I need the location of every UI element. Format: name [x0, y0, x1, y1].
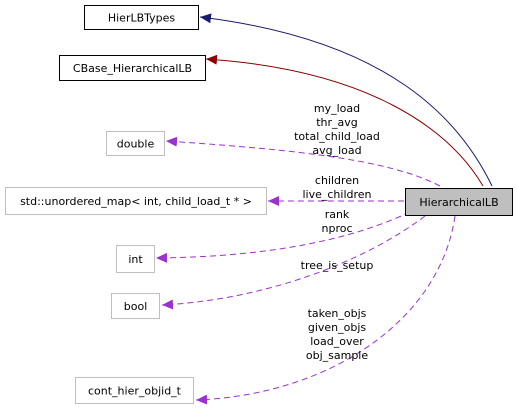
node-bool[interactable]: bool	[111, 293, 160, 319]
edge-labels-bool: tree_is_setup	[301, 259, 374, 272]
node-label: CBase_HierarchicalLB	[73, 62, 192, 75]
edge-cont	[195, 215, 456, 405]
edge-bool	[161, 215, 426, 310]
node-label: bool	[124, 300, 148, 313]
edge-int	[155, 211, 411, 263]
node-label: double	[117, 138, 155, 151]
edge-labels-double: my_load thr_avg total_child_load avg_loa…	[294, 102, 380, 157]
edge-cbase	[205, 54, 484, 187]
edge-hierlbtypes	[199, 13, 493, 187]
node-cont-hier-objid-t[interactable]: cont_hier_objid_t	[75, 377, 194, 404]
edge-label: total_child_load	[294, 130, 380, 143]
node-int[interactable]: int	[116, 245, 155, 273]
edge-label: rank	[325, 208, 350, 221]
node-hierlbtypes[interactable]: HierLBTypes	[84, 5, 199, 30]
node-label: HierarchicalLB	[419, 196, 498, 209]
edge-labels-int: rank nproc	[321, 208, 352, 235]
edge-label: taken_objs	[308, 307, 367, 320]
node-cbase-hierarchicallb[interactable]: CBase_HierarchicalLB	[59, 55, 206, 81]
edge-labels-map: children live_children	[302, 174, 371, 201]
edge-label: tree_is_setup	[301, 259, 374, 272]
edge-label: obj_sample	[306, 349, 368, 362]
node-hierarchicallb[interactable]: HierarchicalLB	[405, 188, 513, 216]
edge-label: children	[315, 174, 359, 187]
node-unordered-map[interactable]: std::unordered_map< int, child_load_t * …	[5, 187, 267, 215]
edge-label: my_load	[314, 102, 360, 115]
edge-label: load_over	[310, 335, 364, 348]
node-label: std::unordered_map< int, child_load_t * …	[20, 195, 252, 208]
node-label: cont_hier_objid_t	[88, 385, 182, 398]
edge-double	[165, 136, 441, 187]
edge-label: nproc	[321, 222, 352, 235]
node-double[interactable]: double	[106, 131, 165, 156]
edge-label: thr_avg	[316, 116, 358, 129]
edge-label: given_objs	[308, 321, 367, 334]
edge-label: avg_load	[312, 144, 361, 157]
node-label: int	[128, 253, 143, 266]
edge-labels-cont: taken_objs given_objs load_over obj_samp…	[306, 307, 368, 362]
node-label: HierLBTypes	[108, 12, 176, 25]
edge-label: live_children	[302, 188, 371, 201]
